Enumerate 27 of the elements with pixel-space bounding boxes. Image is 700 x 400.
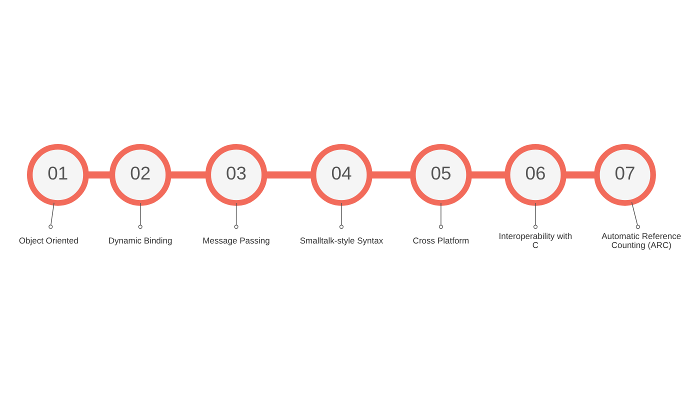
connector (48, 202, 54, 228)
node-circle: 02 (109, 144, 172, 206)
connector (370, 170, 413, 178)
connector (168, 170, 208, 178)
node-circle: 03 (205, 144, 268, 206)
node-text: Smalltalk-style Syntax (300, 235, 384, 246)
node-circle: 01 (27, 144, 89, 206)
node-text: Interoperability with C (498, 230, 572, 250)
connector (469, 170, 508, 178)
node-text: Cross Platform (412, 235, 470, 246)
connector (234, 202, 238, 228)
connector (438, 202, 444, 228)
connector (533, 202, 538, 228)
node-text: Dynamic Binding (108, 235, 172, 246)
node-text: Object Oriented (18, 235, 78, 246)
node-text: Automatic Reference Counting (ARC) (602, 230, 682, 250)
connector (339, 202, 344, 228)
node-circle: 06 (504, 144, 566, 206)
node-text: Message Passing (202, 235, 270, 246)
node-circle: 07 (594, 144, 656, 206)
connector (631, 201, 640, 228)
connector (86, 170, 112, 178)
connector (138, 202, 142, 228)
connector (264, 170, 314, 178)
node-circle: 04 (310, 144, 372, 206)
node-circle: 05 (410, 144, 472, 206)
connector (564, 170, 597, 178)
